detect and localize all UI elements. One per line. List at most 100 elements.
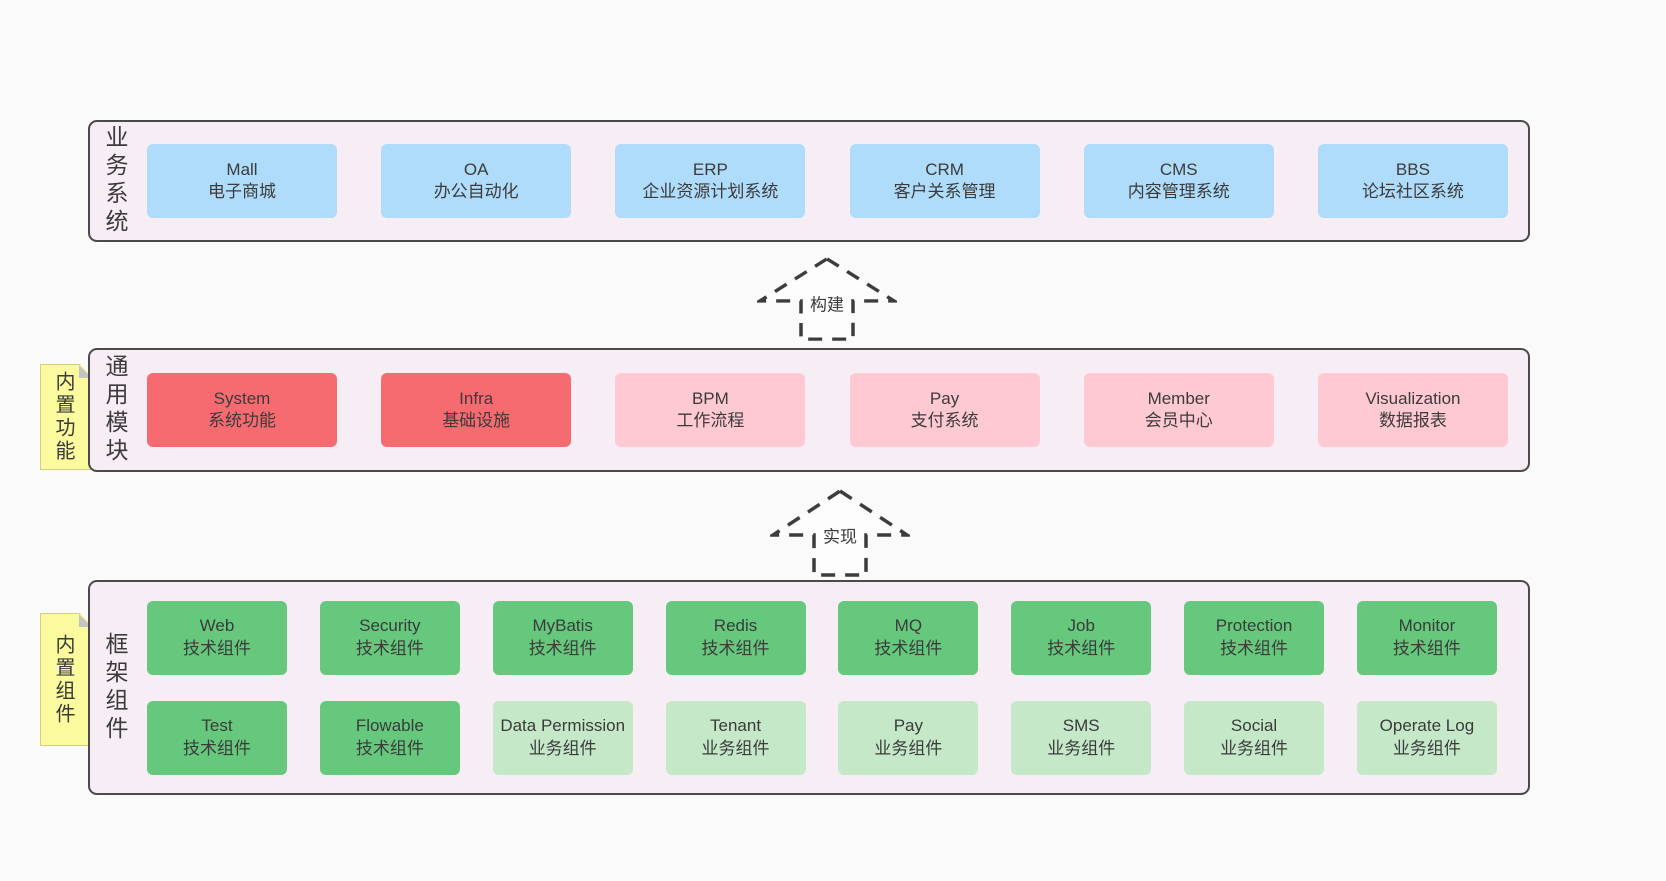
box-subtitle: 技术组件 <box>1392 638 1461 658</box>
box-title: MQ <box>894 616 923 636</box>
box-title: Security <box>359 616 421 636</box>
box-subtitle: 会员中心 <box>1144 411 1213 430</box>
box-subtitle: 系统功能 <box>208 411 276 430</box>
box-subtitle: 业务组件 <box>1047 738 1116 758</box>
business-panel-label: 业务系统 <box>102 125 128 237</box>
box-subtitle: 内容管理系统 <box>1127 182 1230 201</box>
build-arrow: 构建 <box>757 256 897 342</box>
box-title: Tenant <box>710 716 762 736</box>
box-title: OA <box>463 159 489 179</box>
box-title: Data Permission <box>500 716 626 736</box>
box-subtitle: 技术组件 <box>701 638 770 658</box>
box-subtitle: 业务组件 <box>1392 738 1461 758</box>
box-cms: CMS 内容管理系统 <box>1083 144 1274 218</box>
box-title: Protection <box>1215 616 1293 636</box>
box-title: Visualization <box>1365 388 1461 408</box>
box-bbs: BBS 论坛社区系统 <box>1317 144 1508 218</box>
box-title: BBS <box>1395 159 1430 179</box>
box-title: MyBatis <box>532 616 593 636</box>
framework-sticky-note: 内置组件 <box>40 613 93 746</box>
box-member: Member 会员中心 <box>1083 373 1274 447</box>
box-bpm: BPM 工作流程 <box>615 373 806 447</box>
box-subtitle: 数据报表 <box>1378 411 1447 430</box>
framework-panel-label: 框架组件 <box>102 631 128 744</box>
business-box-row: Mall 电子商城 OA 办公自动化 ERP 企业资源计划系统 CRM 客户关系管理 CMS 内容… <box>90 122 1528 240</box>
box-subtitle: 基础设施 <box>442 411 511 430</box>
box-system: System 系统功能 <box>147 373 337 447</box>
box-title: Operate Log <box>1379 716 1475 736</box>
framework-sticky-label: 内置组件 <box>52 633 74 726</box>
box-subtitle: 客户关系管理 <box>893 182 996 201</box>
box-title: Mall <box>226 159 258 179</box>
implement-arrow: 实现 <box>770 488 910 578</box>
dashed-up-arrow-icon <box>757 256 897 341</box>
box-title: Infra <box>459 388 494 408</box>
box-subtitle: 论坛社区系统 <box>1361 182 1464 201</box>
box-crm: CRM 客户关系管理 <box>849 144 1040 218</box>
box-title: ERP <box>692 159 728 179</box>
box-title: Monitor <box>1398 616 1456 636</box>
box-subtitle: 技术组件 <box>183 638 251 658</box>
implement-arrow-label: 实现 <box>823 527 857 547</box>
modules-sticky-note: 内置功能 <box>40 364 93 470</box>
dashed-up-arrow-icon <box>770 488 910 577</box>
box-title: BPM <box>691 388 729 408</box>
box-visualization: Visualization 数据报表 <box>1317 373 1508 447</box>
box-subtitle: 办公自动化 <box>433 182 519 201</box>
box-title: CMS <box>1159 159 1198 179</box>
box-subtitle: 企业资源计划系统 <box>642 182 779 201</box>
box-subtitle: 业务组件 <box>528 738 597 758</box>
box-subtitle: 业务组件 <box>874 738 943 758</box>
box-erp: ERP 企业资源计划系统 <box>615 144 806 218</box>
build-arrow-label: 构建 <box>810 295 844 315</box>
box-subtitle: 业务组件 <box>701 738 770 758</box>
box-title: CRM <box>925 159 964 179</box>
modules-panel-label: 通用模块 <box>102 354 128 466</box>
box-subtitle: 工作流程 <box>676 411 745 430</box>
box-title: Social <box>1230 716 1278 736</box>
box-subtitle: 技术组件 <box>355 738 424 758</box>
box-title: Web <box>199 616 235 636</box>
box-subtitle: 业务组件 <box>1220 738 1289 758</box>
box-title: System <box>213 388 271 408</box>
box-subtitle: 电子商城 <box>208 182 276 201</box>
box-infra: Infra 基础设施 <box>381 373 572 447</box>
business-systems-panel: 业务系统 Mall 电子商城 OA 办公自动化 ERP 企业资源计划系统 CRM 客户关系管理… <box>88 120 1530 242</box>
box-subtitle: 技术组件 <box>1047 638 1116 658</box>
box-subtitle: 技术组件 <box>1220 638 1289 658</box>
box-subtitle: 支付系统 <box>910 411 979 430</box>
box-title: Member <box>1147 388 1210 408</box>
box-title: Job <box>1067 616 1095 636</box>
box-title: Redis <box>713 616 758 636</box>
box-title: Flowable <box>355 716 424 736</box>
box-title: Pay <box>893 716 924 736</box>
box-subtitle: 技术组件 <box>355 638 424 658</box>
box-oa: OA 办公自动化 <box>381 144 572 218</box>
box-subtitle: 技术组件 <box>874 638 943 658</box>
box-mall: Mall 电子商城 <box>147 144 337 218</box>
box-subtitle: 技术组件 <box>183 738 251 758</box>
box-title: Test <box>201 716 233 736</box>
box-subtitle: 技术组件 <box>528 638 597 658</box>
box-title: SMS <box>1062 716 1100 736</box>
